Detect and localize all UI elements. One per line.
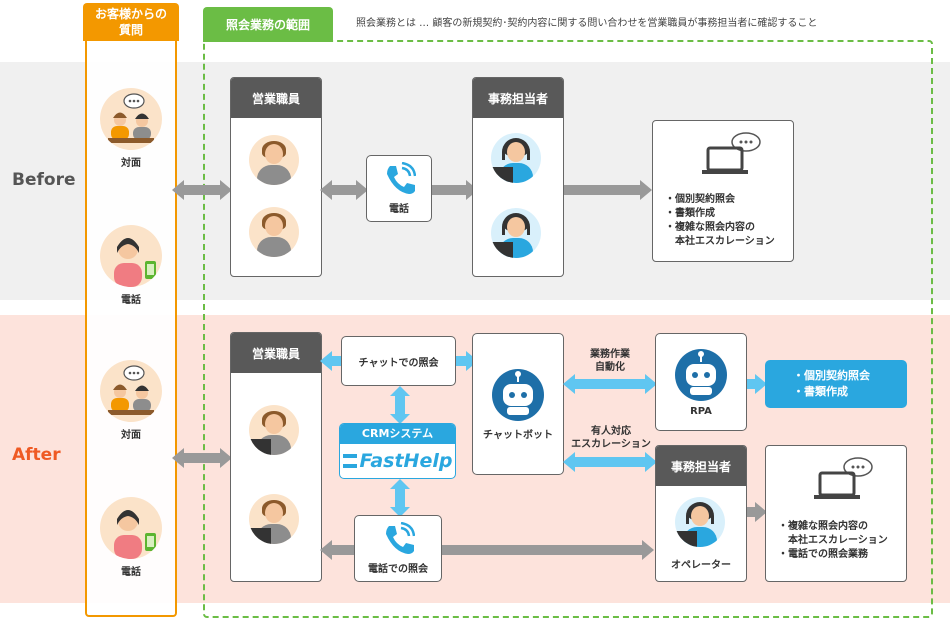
crm-title: CRMシステム <box>340 424 455 444</box>
task-item: ・電話での照会業務 <box>778 549 868 560</box>
laptop-chat-icon <box>814 457 873 499</box>
before-phone-caption: 電話 <box>389 204 409 215</box>
after-tasks-box <box>765 445 907 582</box>
double-arrow-icon <box>563 452 657 472</box>
chat-inquiry-label: チャットでの照会 <box>358 357 439 369</box>
vertical-double-arrow-icon <box>390 479 410 517</box>
phone-inquiry-box: 電話での照会 <box>354 515 442 582</box>
fasthelp-logo: FastHelp <box>340 444 455 478</box>
robot-icon <box>675 348 727 401</box>
phone-customer-icon <box>100 497 162 559</box>
phone-inquiry-label: 電話での照会 <box>368 564 428 575</box>
customer-face-to-face-after: 対面 <box>98 360 164 441</box>
customer-caption: 電話 <box>121 295 141 306</box>
double-arrow-icon <box>172 448 232 468</box>
arrow-right-icon <box>456 351 478 371</box>
operator-caption: オペレーター <box>671 560 731 571</box>
task-item: 本社エスカレーション <box>778 535 888 546</box>
sales-staff-laptop-icon <box>249 405 299 455</box>
arrow-right-icon <box>747 502 767 522</box>
rpa-task-item: ・書類作成 <box>793 385 848 398</box>
before-admin-title: 事務担当者 <box>473 78 563 118</box>
sales-staff-icon <box>249 207 299 257</box>
laptop-chat-icon <box>702 132 761 174</box>
phone-icon <box>387 162 416 194</box>
rpa-caption: RPA <box>690 405 712 417</box>
customer-caption: 対面 <box>121 430 141 441</box>
scope-box <box>203 40 933 618</box>
sales-staff-icon <box>249 135 299 185</box>
customer-phone-after: 電話 <box>98 497 164 578</box>
arrow-right-icon <box>747 374 767 394</box>
arrow-left-icon <box>320 351 342 371</box>
before-sales-title: 営業職員 <box>231 78 321 118</box>
before-label: Before <box>12 170 76 190</box>
chatbot-icon <box>492 368 544 421</box>
scope-header: 照会業務の範囲 <box>203 7 333 42</box>
double-arrow-icon <box>320 180 368 200</box>
phone-customer-icon <box>100 225 162 287</box>
customer-caption: 電話 <box>121 567 141 578</box>
after-sales-panel: 営業職員 <box>230 332 322 582</box>
arrow-right-icon <box>442 540 654 560</box>
before-phone-box: 電話 <box>366 155 432 222</box>
face-to-face-icon <box>100 360 162 422</box>
arrow-right-icon <box>564 180 652 200</box>
arrow-left-icon <box>320 540 356 560</box>
sales-staff-laptop-icon <box>249 494 299 544</box>
phone-icon <box>386 522 415 554</box>
task-item: ・複雑な照会内容の <box>778 521 868 532</box>
chatbot-box: チャットボット <box>472 333 564 475</box>
after-admin-title: 事務担当者 <box>656 446 746 486</box>
face-to-face-icon <box>100 88 162 150</box>
escalation-label: 有人対応 エスカレーション <box>571 426 651 450</box>
rpa-task-list: ・個別契約照会 ・書類作成 <box>765 360 907 408</box>
task-item: ・個別契約照会 <box>665 194 735 205</box>
double-arrow-icon <box>563 374 657 394</box>
rpa-box: RPA <box>655 333 747 431</box>
before-tasks-box <box>652 120 794 262</box>
vertical-double-arrow-icon <box>390 386 410 424</box>
customer-caption: 対面 <box>121 158 141 169</box>
customer-face-to-face-before: 対面 <box>98 88 164 169</box>
operator-icon <box>491 133 541 183</box>
before-task-list: ・個別契約照会 ・書類作成 ・複雑な照会内容の 本社エスカレーション <box>665 193 775 249</box>
task-item: 本社エスカレーション <box>665 236 775 247</box>
operator-icon <box>675 497 725 547</box>
automation-label: 業務作業 自動化 <box>590 349 630 373</box>
after-label: After <box>12 445 61 465</box>
scope-description: 照会業務とは … 顧客の新規契約･契約内容に関する問い合わせを営業職員が事務担当… <box>356 18 818 29</box>
chat-inquiry-box: チャットでの照会 <box>341 336 456 386</box>
before-sales-panel: 営業職員 <box>230 77 322 277</box>
chatbot-caption: チャットボット <box>483 429 553 441</box>
after-task-list: ・複雑な照会内容の 本社エスカレーション ・電話での照会業務 <box>778 520 888 562</box>
operator-icon <box>491 208 541 258</box>
arrow-right-icon <box>432 180 478 200</box>
task-item: ・複雑な照会内容の <box>665 222 755 233</box>
customer-header: お客様からの 質問 <box>83 3 179 41</box>
double-arrow-icon <box>172 180 232 200</box>
crm-system-box: CRMシステム FastHelp <box>339 423 456 479</box>
rpa-task-item: ・個別契約照会 <box>793 369 870 382</box>
after-sales-title: 営業職員 <box>231 333 321 373</box>
task-item: ・書類作成 <box>665 208 715 219</box>
crm-brand: FastHelp <box>359 450 453 472</box>
customer-phone-before: 電話 <box>98 225 164 306</box>
